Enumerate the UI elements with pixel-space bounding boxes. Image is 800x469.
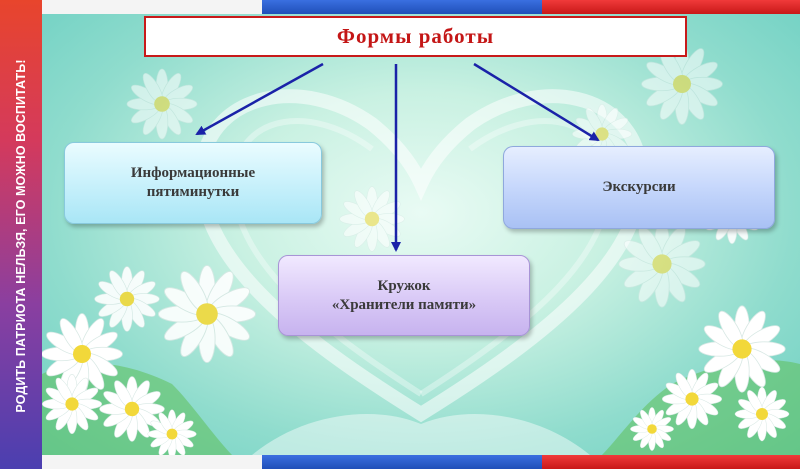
node-info-label: Информационные пятиминутки <box>108 164 278 202</box>
node-club-label-line2: «Хранители памяти» <box>332 296 476 315</box>
arrow-to-info <box>197 64 323 134</box>
page-title: Формы работы <box>144 16 687 57</box>
node-excursions: Экскурсии <box>503 146 775 229</box>
arrow-to-excursions <box>474 64 598 140</box>
node-info-minutes: Информационные пятиминутки <box>64 142 322 224</box>
node-club: Кружок «Хранители памяти» <box>278 255 530 336</box>
node-excursions-label: Экскурсии <box>602 178 675 197</box>
node-club-label-line1: Кружок <box>378 277 431 296</box>
